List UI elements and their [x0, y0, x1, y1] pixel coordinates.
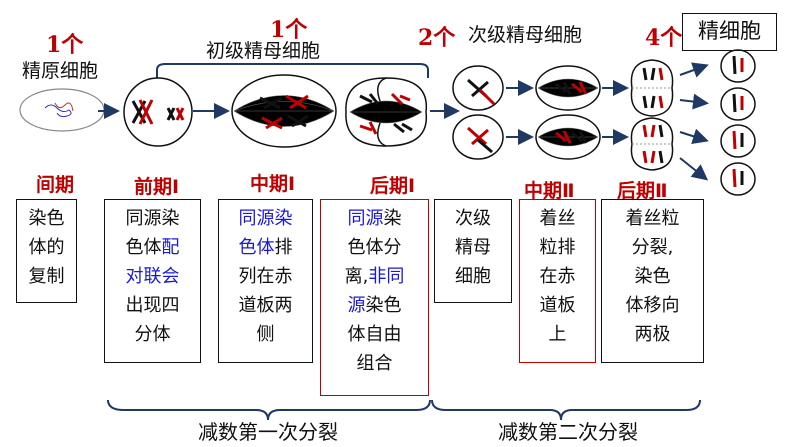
cell-metaphase2-1: [535, 65, 601, 111]
box-text: 染色: [28, 208, 65, 229]
box-text: 道板两: [238, 295, 293, 316]
box-interphase: 染色 体的 复制: [16, 199, 77, 303]
box-text: 次级: [455, 208, 491, 229]
label-secondary: 次级精母细胞: [468, 24, 583, 46]
box-text-highlight: 色体: [238, 237, 275, 258]
box-text: 色体分: [347, 237, 402, 258]
box-text: 上: [548, 324, 567, 345]
box-text: 分体: [134, 324, 171, 345]
box-text: 体的: [28, 237, 65, 258]
stage-interphase: 间期: [36, 174, 75, 196]
box-text: 着丝粒: [625, 208, 680, 229]
count-spermatid: 4个: [645, 25, 683, 51]
cell-anaphase2-1: [630, 59, 674, 117]
box-text: 出现四: [125, 295, 180, 316]
spermatid-1: [720, 49, 756, 83]
box-text: 染: [383, 208, 402, 229]
box-text: 粒排: [539, 237, 576, 258]
label-meiosis2: 减数第二次分裂: [498, 420, 638, 444]
box-prophase1: 同源染 色体配 对联会 出现四 分体: [104, 199, 201, 363]
label-spermatid: 精细胞: [682, 13, 777, 51]
stage-metaphase1: 中期Ⅰ: [250, 173, 296, 195]
box-text-highlight: 配: [161, 237, 180, 258]
box-text: 体移向: [625, 295, 680, 316]
stage-metaphase2: 中期Ⅱ: [524, 180, 575, 202]
count-spermatogonium: 1个: [46, 32, 84, 58]
cell-prophase1: [123, 77, 193, 147]
box-text-highlight: 同源染: [238, 208, 293, 229]
cell-secondary-1: [452, 65, 504, 111]
brace-meiosis1: [107, 399, 431, 421]
cell-secondary-2: [452, 114, 504, 160]
label-meiosis1: 减数第一次分裂: [198, 420, 338, 444]
box-text: 同源染: [125, 208, 180, 229]
box-text: 侧: [256, 324, 275, 345]
cell-anaphase2-2: [630, 117, 674, 171]
spermatid-3: [720, 124, 756, 158]
box-text: 染色: [365, 295, 402, 316]
box-metaphase2: 着丝 粒排 在赤 道板 上: [519, 199, 596, 363]
cell-spermatogonium: [19, 88, 105, 132]
box-metaphase1: 同源染 色体排 列在赤 道板两 侧: [218, 199, 313, 363]
box-text: 离,: [344, 266, 369, 287]
box-anaphase1: 同源染 色体分 离,非同 源染色 体自由 组合: [320, 199, 429, 396]
box-text: 列在赤: [238, 266, 293, 287]
spermatid-2: [720, 87, 756, 121]
box-text-highlight: 对联会: [125, 266, 180, 287]
box-text: 组合: [356, 353, 393, 374]
cell-metaphase2-2: [535, 114, 601, 160]
box-text: 体自由: [347, 324, 402, 345]
box-text-highlight: 源: [347, 295, 366, 316]
count-secondary: 2个: [418, 25, 456, 51]
box-text: 复制: [28, 266, 65, 287]
label-spermatogonium: 精原细胞: [22, 60, 99, 82]
box-text: 道板: [539, 295, 576, 316]
box-text: 精母: [455, 237, 491, 258]
brace-meiosis2: [431, 399, 701, 421]
primary-bracket: [156, 63, 429, 78]
box-text: 着丝: [539, 208, 576, 229]
box-secondary: 次级 精母 细胞: [434, 199, 512, 303]
box-anaphase2: 着丝粒 分裂, 染色 体移向 两极: [601, 199, 704, 363]
box-text: 排: [274, 237, 293, 258]
box-text: 分裂,: [631, 237, 674, 258]
box-text: 细胞: [455, 266, 491, 287]
box-text: 在赤: [539, 266, 576, 287]
count-primary: 1个: [270, 17, 308, 43]
spermatid-4: [720, 162, 756, 196]
stage-anaphase1: 后期Ⅰ: [370, 175, 416, 197]
box-text: 色体: [125, 237, 162, 258]
box-text-highlight: 非同: [368, 266, 405, 287]
label-primary: 初级精母细胞: [206, 40, 321, 62]
box-text-highlight: 同源: [347, 208, 384, 229]
box-text: 两极: [634, 324, 671, 345]
cell-metaphase1: [231, 74, 337, 148]
cell-anaphase1: [345, 77, 428, 147]
stage-anaphase2: 后期Ⅱ: [617, 180, 668, 202]
box-text: 染色: [634, 266, 671, 287]
stage-prophase1: 前期Ⅰ: [134, 176, 180, 198]
